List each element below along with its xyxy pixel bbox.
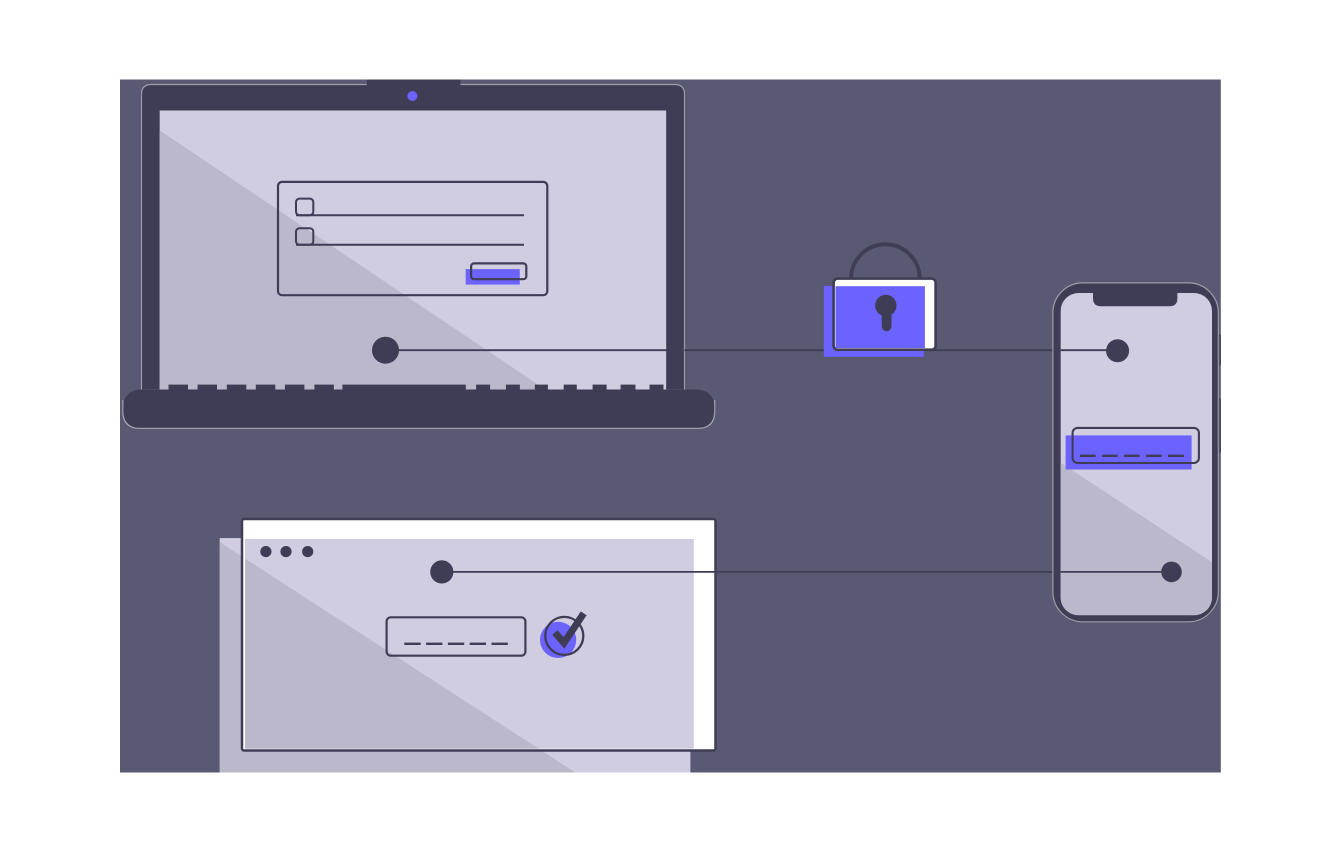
phone — [1052, 282, 1221, 623]
hinge-tooth — [255, 384, 276, 391]
code-dash — [447, 642, 465, 645]
window-control-dot-3[interactable] — [302, 546, 314, 558]
code-dash — [1079, 454, 1096, 457]
hinge-tooth — [476, 384, 491, 391]
laptop-hinge-teeth — [168, 384, 664, 391]
padlock — [823, 242, 937, 357]
phone-side-button-1[interactable] — [1216, 334, 1221, 366]
code-dash — [404, 642, 421, 645]
laptop-login-form — [276, 180, 549, 297]
laptop-base — [122, 389, 715, 429]
code-dash — [469, 642, 486, 645]
phone-top-connector-dot — [1106, 339, 1130, 363]
phone-code-dashes — [1079, 454, 1184, 457]
hinge-tooth — [314, 384, 334, 391]
phone-code-outline — [1071, 426, 1200, 465]
window-control-dot-2[interactable] — [280, 546, 292, 558]
code-dash — [1101, 454, 1118, 457]
browser-content — [245, 538, 694, 749]
code-dash — [1146, 454, 1162, 457]
phone-bottom-connector-dot — [1161, 561, 1182, 583]
hinge-tooth — [197, 384, 217, 391]
checkmark-icon — [552, 611, 587, 649]
keyhole-stem — [881, 308, 892, 332]
login-form-panel — [276, 180, 549, 297]
check-circle-outline — [544, 615, 585, 657]
browser-window-controls[interactable] — [260, 546, 314, 558]
laptop-screen — [159, 110, 667, 391]
laptop — [122, 79, 716, 429]
login-submit-fill — [465, 269, 520, 285]
code-dash — [426, 642, 443, 645]
hinge-tooth — [168, 384, 188, 391]
padlock-body-fill — [835, 286, 925, 348]
login-submit-button[interactable] — [470, 262, 528, 281]
phone-side-button-2[interactable] — [1216, 398, 1221, 453]
padlock-shackle — [849, 242, 922, 279]
browser-code-dashes — [404, 642, 508, 645]
laptop-camera-housing — [366, 79, 461, 92]
hinge-tooth — [563, 384, 577, 391]
phone-notch — [1093, 292, 1178, 307]
window-control-dot-1[interactable] — [260, 546, 272, 558]
hinge-tooth — [649, 384, 664, 391]
code-dash — [1168, 454, 1184, 457]
hinge-tooth — [342, 384, 466, 391]
laptop-base-edge — [122, 400, 716, 429]
phone-code-fill — [1065, 435, 1192, 470]
hinge-tooth — [620, 384, 636, 391]
browser-content-shine — [245, 558, 539, 749]
check-confirmation-icon — [540, 611, 587, 659]
laptop-camera-dot — [407, 91, 418, 101]
laptop-screen-shine — [159, 130, 547, 391]
code-dash — [1124, 454, 1140, 457]
phone-code-input[interactable] — [1065, 426, 1200, 470]
hinge-tooth — [226, 384, 247, 391]
keyhole-icon — [875, 294, 897, 317]
browser-code-input[interactable] — [385, 616, 527, 657]
browser-window — [240, 517, 717, 752]
hinge-tooth — [592, 384, 607, 391]
hinge-tooth — [505, 384, 520, 391]
code-dash — [491, 642, 508, 645]
hinge-tooth — [284, 384, 305, 391]
hinge-tooth — [534, 384, 548, 391]
